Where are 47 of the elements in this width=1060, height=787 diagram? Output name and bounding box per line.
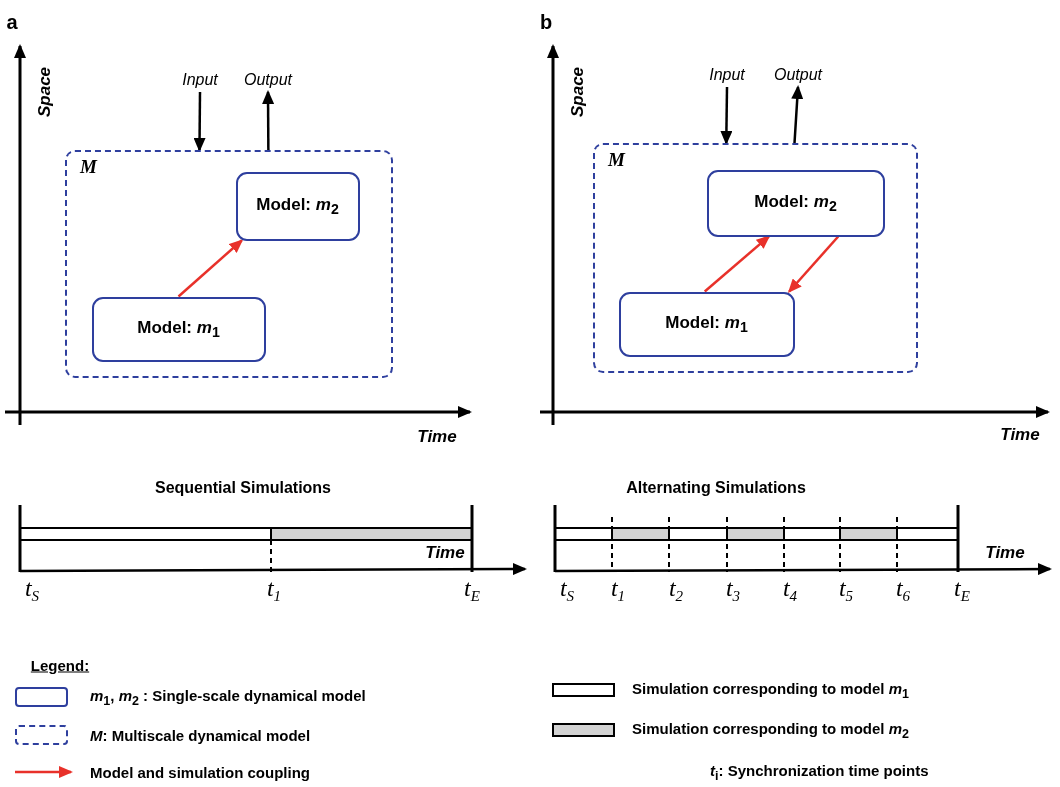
time-point-label: t$_{S}$ [24,574,40,606]
arrow [703,235,771,293]
arrow [720,87,733,145]
arrow [787,235,840,293]
arrow [791,85,804,144]
legend-text: t$_{i}$: Synchronization time points [710,761,929,783]
model-box: Model: m$_{1}$ [91,296,266,362]
legend-text: Simulation corresponding to model m$_{1}$ [632,679,909,701]
box-title: M [608,149,625,171]
legend-text: m$_{1}$, m$_{2}$ : Single-scale dynamical model [90,686,366,708]
box-title: M [80,156,97,178]
io-label: Output [762,63,834,87]
arrow [177,239,244,298]
axis-label: Time [985,543,1025,563]
model-box: Model: m$_{2}$ [235,171,360,241]
timeline-title: Sequential Simulations [155,479,331,497]
time-point-label: t$_{3}$ [725,574,741,606]
time-point-label: t$_{5}$ [838,574,854,606]
legend-text: Simulation corresponding to model m$_{2}$ [632,719,909,741]
io-label: Input [697,63,757,87]
axis-label: Time [1000,425,1040,445]
time-point-label: t$_{4}$ [782,574,798,606]
timeline-title: Alternating Simulations [626,479,806,497]
time-point-label: t$_{1}$ [266,574,282,606]
model-box: Model: m$_{1}$ [618,291,795,357]
time-point-label: t$_{S}$ [559,574,575,606]
time-point-label: t$_{2}$ [668,574,684,606]
axis-label: Space [35,66,55,118]
axis-label: Space [568,66,588,118]
time-point-label: t$_{1}$ [610,574,626,606]
legend-text: Model and simulation coupling [90,763,310,781]
multiscale-model-box [593,143,918,373]
legend-text: M: Multiscale dynamical model [90,726,311,744]
io-label: Output [232,68,304,92]
legend-heading: Legend: [30,656,90,674]
model-box: Model: m$_{2}$ [706,169,885,237]
arrow [193,92,206,152]
axis-label: Time [417,427,457,447]
time-point-label: t$_{6}$ [895,574,911,606]
axis-label: Time [425,543,465,563]
panel-letter: b [539,10,553,34]
panel-letter: a [6,10,18,34]
multiscale-model-box [65,150,393,378]
time-point-label: t$_{E}$ [464,574,480,606]
io-label: Input [170,68,230,92]
arrow [262,90,275,150]
time-point-label: t$_{E}$ [954,574,970,606]
